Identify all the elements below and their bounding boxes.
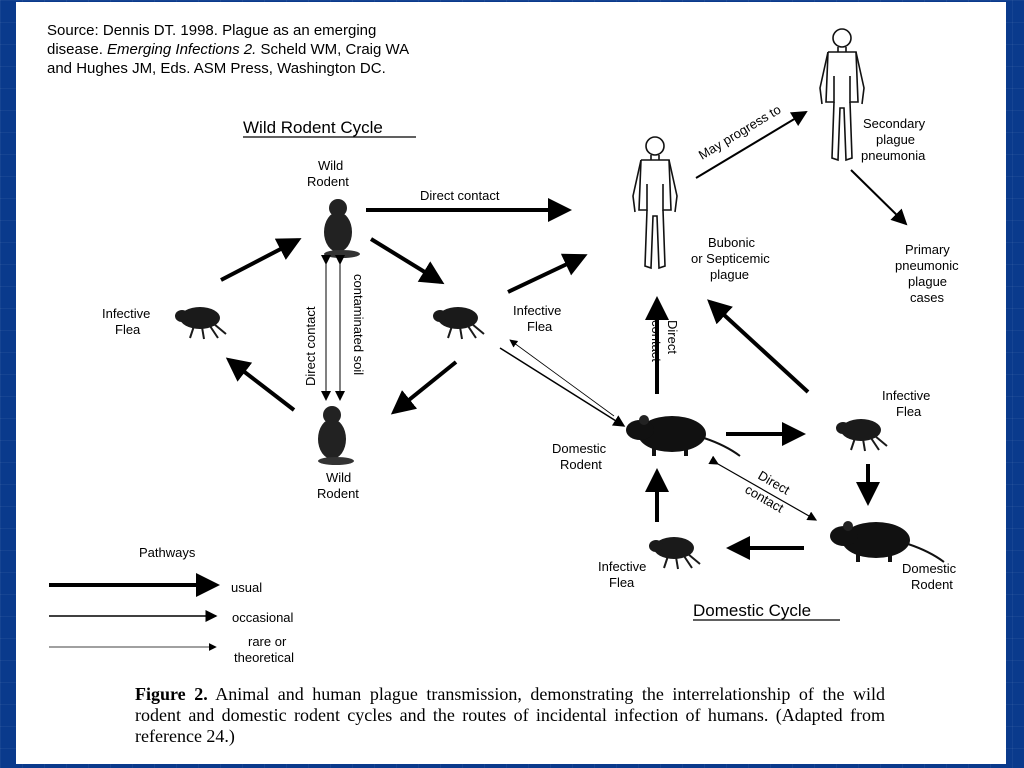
domestic-rodent-right-label-1: Domestic [902,561,957,576]
infective-flea-left-label-1: Infective [102,306,150,321]
direct-contact-up-label-2: contact [649,320,664,362]
bubonic-label-3: plague [710,267,749,282]
wild-rodent-bottom-label-2: Rodent [317,486,359,501]
wild-rodent-top-icon [324,199,360,258]
source-line-2-suffix: Scheld WM, Craig WA [260,41,410,58]
arrow-direct-contact-diagonal [708,455,818,521]
domestic-rodent-left-label-1: Domestic [552,441,607,456]
figure-caption-text: Animal and human plague transmission, de… [135,684,885,746]
flea-right-icon [835,418,888,452]
source-line-1: Source: Dennis DT. 1998. Plague as an em… [47,22,377,39]
source-line-3: and Hughes JM, Eds. ASM Press, Washingto… [47,60,386,77]
primary-label-4: cases [910,290,944,305]
flea-left-icon [174,306,227,340]
infective-flea-right-label-2: Flea [896,404,922,419]
arrow-secondary-to-primary [850,169,908,226]
legend-title: Pathways [139,545,196,560]
infective-flea-left-label-2: Flea [115,322,141,337]
legend-rare-label-2: theoretical [234,650,294,665]
primary-label-2: pneumonic [895,258,959,273]
arrow-domestic-rodent-to-flea-mid [509,339,615,417]
plague-diagram: Wild Rodent Cycle Wild Rodent Wild Roden… [49,28,959,665]
arrow-wild-rodent-to-flea-mid [369,237,445,285]
direct-contact-top-label: Direct contact [420,188,500,203]
secondary-label-1: Secondary [863,116,926,131]
source-line-2-prefix: disease. [47,41,103,58]
wild-rodent-bottom-icon [318,406,354,465]
direct-contact-up-label-1: Direct [665,320,680,354]
wild-rodent-top-label-2: Rodent [307,174,349,189]
slide-canvas: Source: Dennis DT. 1998. Plague as an em… [16,2,1006,764]
figure-label: Figure 2. [135,684,208,704]
infective-flea-mid-label-1: Infective [513,303,561,318]
may-progress-label: May progress to [696,102,784,163]
infective-flea-bottom-label-1: Infective [598,559,646,574]
primary-label-3: plague [908,274,947,289]
arrow-flea-right-to-human [707,299,810,394]
human-secondary-icon [819,28,865,161]
bubonic-label-2: or Septicemic [691,251,770,266]
source-citation: Source: Dennis DT. 1998. Plague as an em… [47,21,487,78]
bubonic-label-1: Bubonic [708,235,755,250]
source-journal: Emerging Infections 2. [107,41,257,58]
wild-rodent-top-label-1: Wild [318,158,343,173]
secondary-label-3: pneumonia [861,148,926,163]
wild-cycle-title: Wild Rodent Cycle [243,118,383,137]
arrow-flea-mid-to-wild-rodent-bottom [390,360,458,415]
arrow-flea-mid-to-domestic-rodent [499,347,626,427]
domestic-rodent-right-label-2: Rodent [911,577,953,592]
primary-label-1: Primary [905,242,950,257]
secondary-label-2: plague [876,132,915,147]
legend-occasional-label: occasional [232,610,294,625]
infective-flea-mid-label-2: Flea [527,319,553,334]
legend-usual-label: usual [231,580,262,595]
flea-mid-icon [432,306,485,340]
wild-rodent-bottom-label-1: Wild [326,470,351,485]
infective-flea-bottom-label-2: Flea [609,575,635,590]
arrow-flea-mid-to-human [507,253,588,294]
domestic-cycle-title: Domestic Cycle [693,601,811,620]
figure-caption: Figure 2. Animal and human plague transm… [135,684,885,747]
contaminated-soil-label: contaminated soil [351,274,366,375]
flea-bottom-icon [648,536,701,570]
legend-rare-label-1: rare or [248,634,287,649]
infective-flea-right-label-1: Infective [882,388,930,403]
human-bubonic-icon [632,136,678,269]
domestic-rodent-left-icon [625,414,741,457]
direct-contact-vertical-label: Direct contact [303,306,318,386]
arrow-wild-rodent-bottom-to-flea-left [225,357,296,412]
domestic-rodent-right-icon [829,520,945,563]
arrow-flea-to-wild-rodent [220,238,302,282]
arrow-may-progress [695,110,808,179]
domestic-rodent-left-label-2: Rodent [560,457,602,472]
